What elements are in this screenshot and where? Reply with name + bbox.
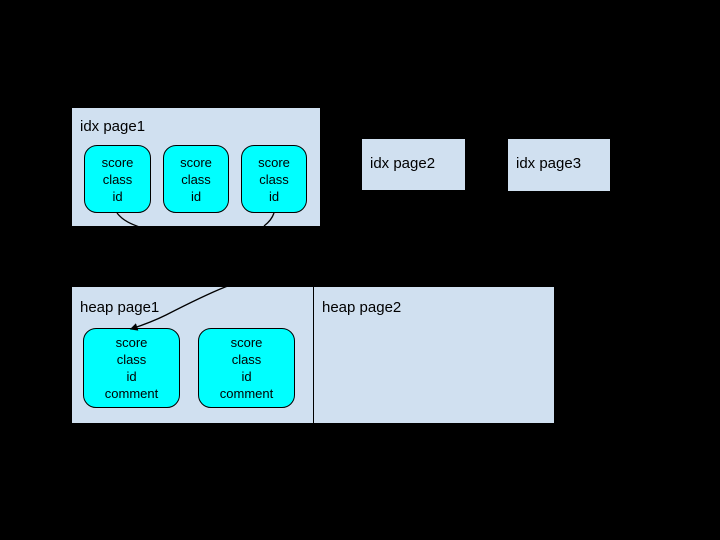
- idx-page1-entry-2[interactable]: score class id: [163, 145, 229, 213]
- idx-page1-entry-1-field-class: class: [102, 171, 133, 187]
- idx-page3-container[interactable]: idx page3: [508, 139, 610, 191]
- idx-page2-label: idx page2: [370, 155, 436, 172]
- idx-page1-entry-3-field-id: id: [268, 188, 280, 204]
- heap-page2-container[interactable]: heap page2: [314, 287, 554, 423]
- idx-page1-entry-3-field-class: class: [259, 171, 289, 187]
- heap-page1-entry-2-field-score: score: [230, 335, 263, 350]
- idx-page1-container[interactable]: idx page1 score class id score class id …: [72, 108, 320, 226]
- idx-page1-entry-1-field-score: score: [101, 154, 134, 170]
- idx-page1-entry-1[interactable]: score class id: [84, 145, 151, 213]
- idx-page1-label: idx page1: [80, 118, 146, 135]
- heap-page1-entry-2-field-comment: comment: [219, 386, 274, 401]
- heap-page1-container[interactable]: heap page1 score class id comment score …: [72, 287, 313, 423]
- heap-page1-entry-2-field-id: id: [241, 369, 252, 384]
- idx-page1-entry-3-field-score: score: [258, 154, 290, 170]
- heap-page1-entry-1-field-id: id: [126, 369, 137, 384]
- heap-page1-entry-1-field-comment: comment: [104, 386, 159, 401]
- heap-page2-label: heap page2: [322, 299, 402, 316]
- heap-page1-entry-1-field-class: class: [116, 352, 147, 367]
- idx-page1-entry-3[interactable]: score class id: [241, 145, 307, 213]
- heap-page1-label: heap page1: [80, 299, 160, 316]
- idx-page1-entry-1-field-id: id: [112, 188, 123, 204]
- heap-page1-entry-1-field-score: score: [115, 335, 148, 350]
- heap-pages-divider: [313, 287, 314, 423]
- idx-page1-entry-2-field-id: id: [190, 188, 202, 204]
- heap-page1-entry-2-field-class: class: [231, 352, 262, 367]
- idx-page1-entry-2-field-class: class: [181, 171, 211, 187]
- idx-page2-container[interactable]: idx page2: [362, 139, 465, 190]
- idx-page1-entry-2-field-score: score: [180, 154, 212, 170]
- heap-page1-entry-2[interactable]: score class id comment: [198, 328, 295, 408]
- heap-page1-entry-1[interactable]: score class id comment: [83, 328, 180, 408]
- idx-page3-label: idx page3: [516, 155, 582, 172]
